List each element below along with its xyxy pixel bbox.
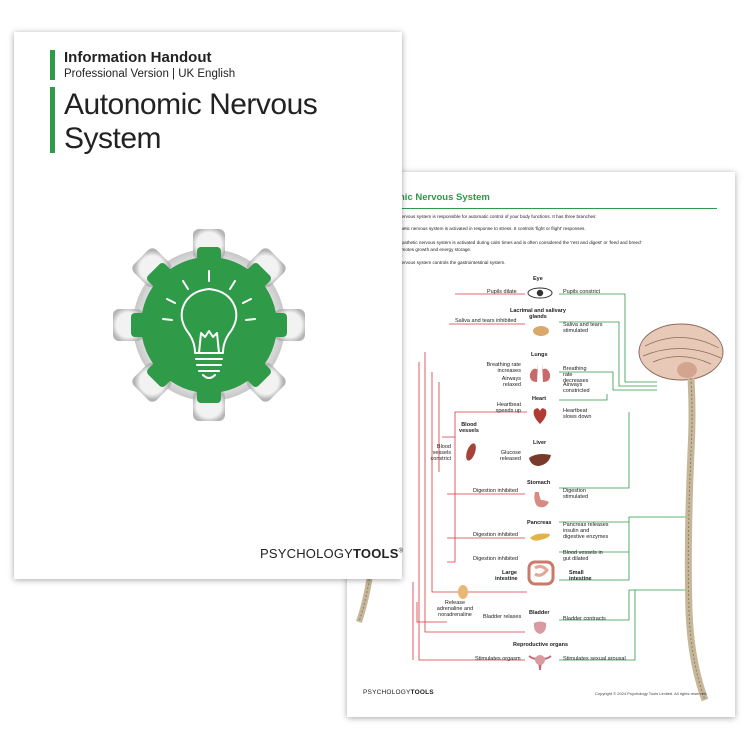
cover-brand-mark: ® (398, 548, 404, 555)
symp-breathing: Breathing rate increases (486, 362, 521, 374)
symp-adrenaline: Release adrenaline and noradrenaline (436, 600, 474, 618)
symp-digestion-2: Digestion inhibited (473, 532, 518, 538)
eye-icon (527, 287, 553, 299)
footer-brand-tools: TOOLS (410, 689, 434, 696)
cover-subheader: Professional Version | UK English (64, 68, 236, 80)
para-pupils: Pupils constrict (563, 289, 600, 295)
organ-label-eye: Eye (533, 276, 543, 282)
pathway-lines (412, 293, 687, 661)
symp-digestion-1: Digestion inhibited (473, 488, 518, 494)
bladder-icon (533, 621, 547, 634)
uterus-icon (528, 655, 552, 671)
para-pancreas: Pancreas releases insulin and digestive … (563, 522, 609, 540)
gear-lightbulb-icon (113, 229, 305, 421)
footer-brand-psychology: PSYCHOLOGY (363, 689, 411, 696)
symp-digestion-3: Digestion inhibited (473, 556, 518, 562)
symp-vessels: Blood vessels constrict (430, 444, 451, 462)
brain-spine-right (638, 323, 724, 702)
symp-bladder: Bladder relaxes (483, 614, 522, 620)
heart-icon (533, 408, 547, 424)
intro-line-3: apathetic nervous system is activated du… (399, 240, 642, 245)
organ-label-heart: Heart (532, 396, 547, 402)
intro-line-4: omotes growth and energy storage. (399, 247, 472, 252)
para-airways: Airways constricted (563, 382, 590, 394)
para-saliva: Saliva and tears stimulated (563, 322, 603, 334)
organ-label-small-intestine: Small intestine (569, 570, 592, 582)
handout-title: nic Nervous System (399, 192, 490, 203)
para-bladder: Bladder contracts (563, 616, 606, 622)
header-accent-bar (50, 50, 55, 80)
title-accent-bar (50, 87, 55, 153)
organ-label-liver: Liver (533, 440, 547, 446)
title-rule (399, 208, 717, 209)
organ-label-stomach: Stomach (527, 480, 551, 486)
handout-page: nic Nervous System nervous system is res… (347, 172, 735, 717)
blood-vessel-icon (466, 443, 476, 461)
organ-label-pancreas: Pancreas (527, 520, 552, 526)
glands-icon (533, 326, 549, 336)
footer-brand: PSYCHOLOGYTOOLS (363, 689, 434, 696)
para-arousal: Stimulates sexual arousal (563, 656, 626, 662)
stomach-icon (534, 492, 549, 508)
intro-line-1: nervous system is responsible for automa… (399, 214, 597, 219)
lungs-icon (529, 363, 551, 382)
cover-brand-psychology: PSYCHOLOGY (260, 546, 354, 561)
symp-glucose: Glucose released (499, 450, 521, 462)
liver-icon (529, 454, 551, 466)
symp-pupils: Pupils dilate (487, 289, 517, 295)
intestine-icon (527, 560, 555, 586)
organ-label-large-intestine: Large intestine (495, 570, 518, 582)
cover-title-line-1: Autonomic Nervous (64, 88, 318, 121)
symp-saliva: Saliva and tears inhibited (455, 318, 517, 324)
organ-label-reproductive: Reproductive organs (513, 642, 569, 648)
cover-header: Information Handout (64, 49, 212, 66)
para-breathing: Breathing rate decreases (563, 366, 589, 384)
para-gut: Blood vessels in gut dilated (563, 550, 603, 562)
symp-orgasm: Stimulates orgasm (475, 656, 521, 662)
cover-brand: PSYCHOLOGYTOOLS® (260, 546, 403, 561)
organ-label-lacrimal: Lacrimal and salivary glands (510, 308, 566, 320)
adrenal-icon (458, 585, 468, 599)
cover-page: Information Handout Professional Version… (14, 32, 403, 579)
cover-title-line-2: System (64, 122, 162, 155)
intro-line-5: nervous system controls the gastrointest… (399, 260, 506, 265)
cover-brand-tools: TOOLS (353, 546, 399, 561)
para-digestion: Digestion stimulated (563, 488, 589, 500)
copyright: Copyright © 2024 Psychology Tools Limite… (595, 691, 708, 696)
organ-label-bladder: Bladder (529, 610, 550, 616)
intro-line-2: thetic nervous system is activated in re… (399, 226, 586, 231)
pancreas-icon (530, 533, 550, 541)
organ-label-lungs: Lungs (531, 352, 548, 358)
symp-airways: Airways relaxed (501, 376, 521, 388)
organ-label-blood-vessels: Blood vessels (459, 422, 479, 434)
para-heartbeat: Heartbeat slows down (563, 408, 592, 420)
symp-heartbeat: Heartbeat speeds up (495, 402, 521, 414)
